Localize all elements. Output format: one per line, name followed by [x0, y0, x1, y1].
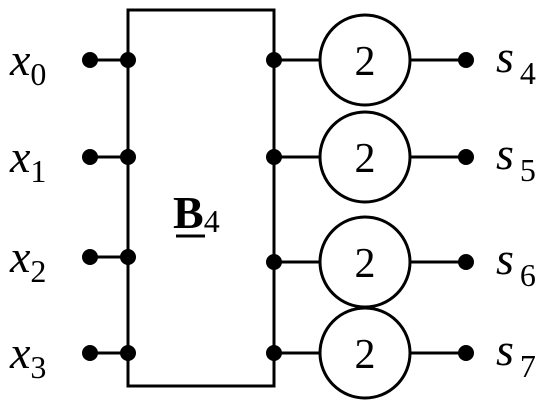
input-index: 2 — [30, 253, 46, 289]
block-b4 — [126, 8, 276, 388]
output-name: s — [496, 128, 514, 179]
input-index: 1 — [30, 153, 46, 189]
output-junction — [266, 254, 282, 270]
input-name: x — [9, 327, 31, 378]
output-index: 7 — [520, 348, 536, 384]
input-terminal — [82, 249, 98, 265]
block-letter: B — [173, 187, 204, 238]
output-name: s — [496, 31, 514, 82]
input-junction — [120, 249, 136, 265]
output-index: 5 — [520, 152, 536, 188]
multiplier-label: 2 — [355, 332, 376, 378]
input-name: x — [9, 231, 31, 282]
output-terminal — [458, 52, 474, 68]
input-label: x3 — [9, 327, 46, 385]
input-junction — [120, 149, 136, 165]
output-terminal — [458, 149, 474, 165]
output-terminal — [458, 254, 474, 270]
input-terminal — [82, 149, 98, 165]
input-junction — [120, 52, 136, 68]
input-name: x — [9, 131, 31, 182]
input-terminal — [82, 52, 98, 68]
input-index: 3 — [30, 349, 46, 385]
output-junction — [266, 52, 282, 68]
input-label: x0 — [9, 34, 46, 92]
input-label: x1 — [9, 131, 46, 189]
multiplier-label: 2 — [355, 39, 376, 85]
output-terminal — [458, 345, 474, 361]
block-label: B4 — [173, 187, 220, 239]
block-subscript: 4 — [204, 203, 220, 239]
input-terminal — [82, 345, 98, 361]
input-label: x2 — [9, 231, 46, 289]
multiplier-label: 2 — [355, 241, 376, 287]
input-junction — [120, 345, 136, 361]
output-junction — [266, 149, 282, 165]
output-name: s — [496, 233, 514, 284]
input-index: 0 — [30, 56, 46, 92]
multiplier-label: 2 — [355, 136, 376, 182]
output-index: 6 — [520, 257, 536, 293]
output-index: 4 — [520, 55, 536, 91]
output-junction — [266, 345, 282, 361]
input-name: x — [9, 34, 31, 85]
output-name: s — [496, 324, 514, 375]
